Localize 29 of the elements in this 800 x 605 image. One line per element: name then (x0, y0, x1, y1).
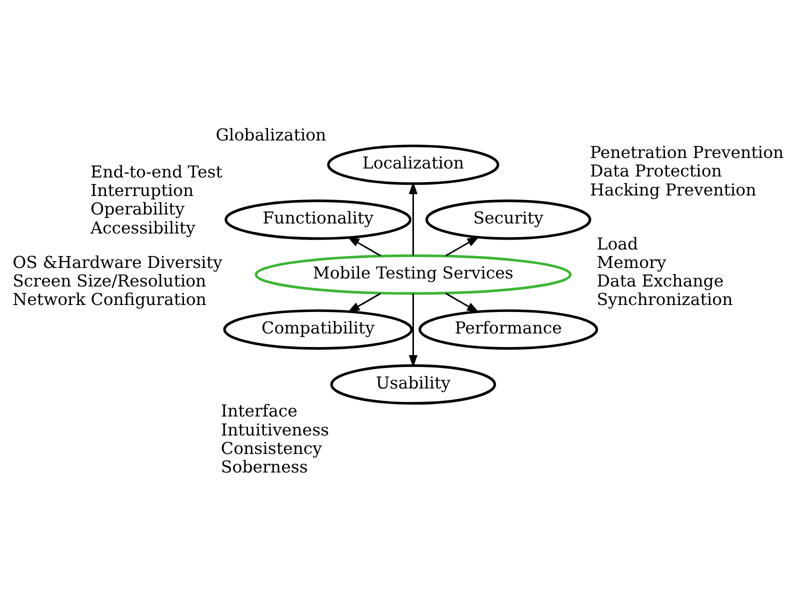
node-label: Soberness (220, 457, 308, 476)
node-label: Accessibility (90, 218, 196, 238)
node-ellipse: Performance (418, 309, 598, 350)
node-label: Load (596, 234, 638, 254)
node-label: Consistency (220, 438, 322, 458)
node-label: Penetration Prevention (590, 143, 784, 162)
node-label: Interruption (90, 181, 194, 200)
node-ellipse: Mobile Testing Services (254, 254, 572, 295)
arrow (408, 294, 418, 368)
node-ellipse: Compatibility (223, 309, 413, 350)
node-label: End-to-end Test (90, 162, 222, 182)
node-label: Globalization (216, 125, 326, 144)
arrow (408, 182, 418, 256)
node-label: Screen Size/Resolution (12, 272, 206, 291)
node-label: Data Exchange (596, 272, 724, 291)
node-ellipse: Usability (330, 364, 496, 405)
node-label: OS &Hardware Diversity (12, 252, 222, 272)
node-label: Intuitiveness (220, 420, 330, 440)
node-label: Network Configuration (12, 290, 206, 310)
node-label: Interface (220, 402, 298, 421)
node-label: Memory (596, 252, 666, 272)
node-ellipse: Functionality (224, 200, 412, 240)
node-label: Data Protection (590, 162, 722, 181)
node-label: Operability (90, 200, 185, 219)
node-label: Hacking Prevention (590, 180, 756, 200)
node-label: Synchronization (596, 290, 733, 310)
arrow (445, 236, 480, 257)
node-ellipse: Localization (327, 144, 500, 185)
node-ellipse: Security (425, 200, 592, 240)
